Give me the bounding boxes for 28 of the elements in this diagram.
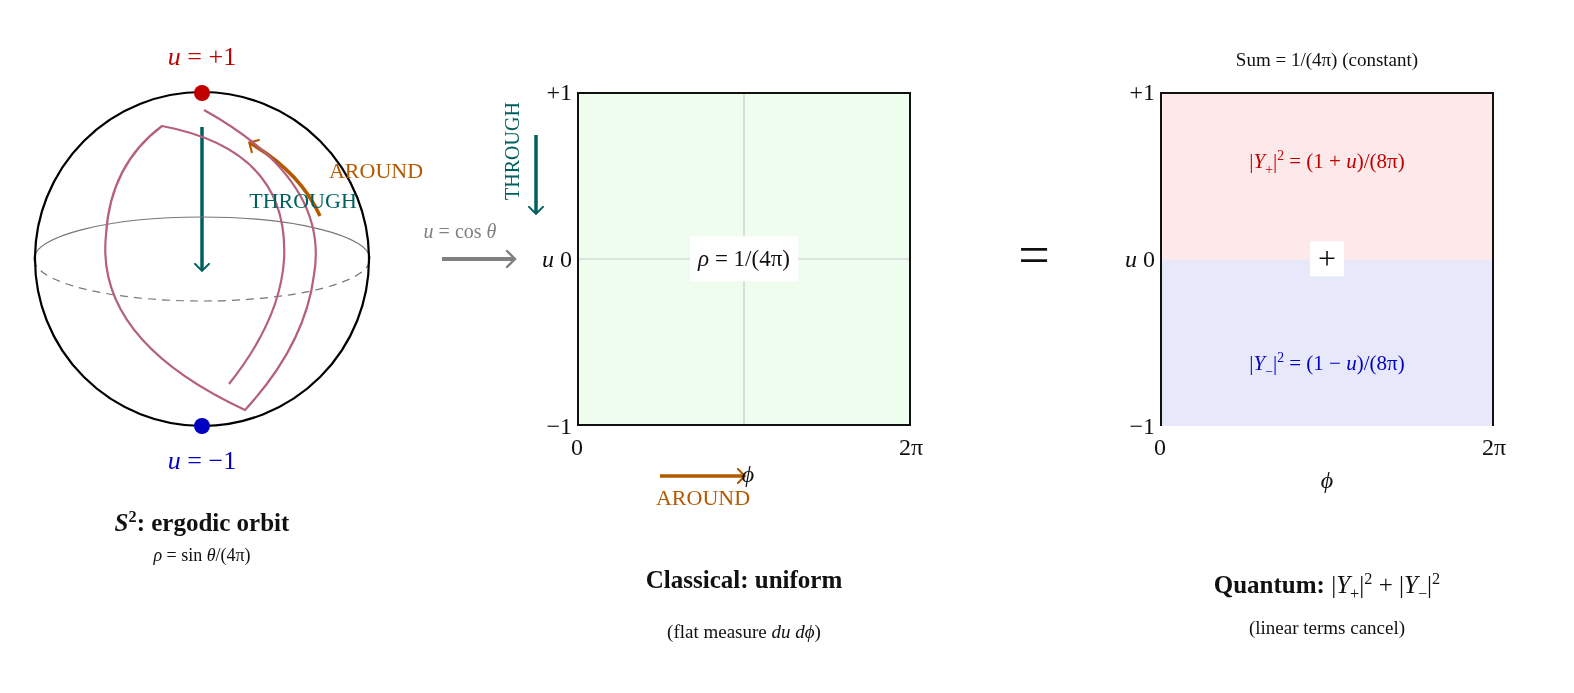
axis-tick-label: 2π	[1481, 433, 1507, 461]
formula: |Y$_{+}$|$^{2}$ = (1 + u)/(8π)	[1249, 150, 1405, 174]
axis-label: ϕ	[1320, 466, 1334, 494]
formula: ρ = 1/(4π)	[690, 236, 798, 282]
point-label: u = −1	[167, 446, 237, 476]
axis-tick-label: −1	[1129, 412, 1155, 440]
equals-sign: =	[1018, 225, 1050, 287]
axis-tick-label: 0	[571, 433, 583, 461]
panel-title: S$^{2}$: ergodic orbit	[114, 509, 290, 537]
axis-tick-label: u 0	[542, 245, 572, 273]
panel-subtitle: (linear terms cancel)	[1248, 617, 1406, 639]
plus-sign: +	[1310, 241, 1344, 277]
point-label: u = +1	[167, 42, 237, 72]
formula: ρ = sin θ/(4π)	[153, 546, 251, 566]
axis-tick-label: +1	[546, 78, 572, 106]
direction-label: THROUGH	[501, 102, 523, 200]
panel-title: Classical: uniform	[645, 566, 843, 594]
axis-tick-label: 2π	[898, 433, 924, 461]
axis-tick-label: u 0	[1125, 245, 1155, 273]
formula: |Y$_{−}$|$^{2}$ = (1 − u)/(8π)	[1249, 352, 1405, 376]
axis-tick-label: −1	[546, 412, 572, 440]
axis-label: ϕ	[741, 460, 755, 488]
panel-subtitle: (flat measure du dϕ)	[667, 621, 821, 643]
panel-note: Sum = 1/(4π) (constant)	[1235, 49, 1419, 71]
plot-area	[1160, 92, 1494, 426]
axis-tick-label: +1	[1129, 78, 1155, 106]
panel-title: Quantum: |Y$_{+}$|$^{2}$ + |Y$_{−}$|$^{2}$	[1213, 571, 1441, 599]
axis-tick-label: 0	[1154, 433, 1166, 461]
